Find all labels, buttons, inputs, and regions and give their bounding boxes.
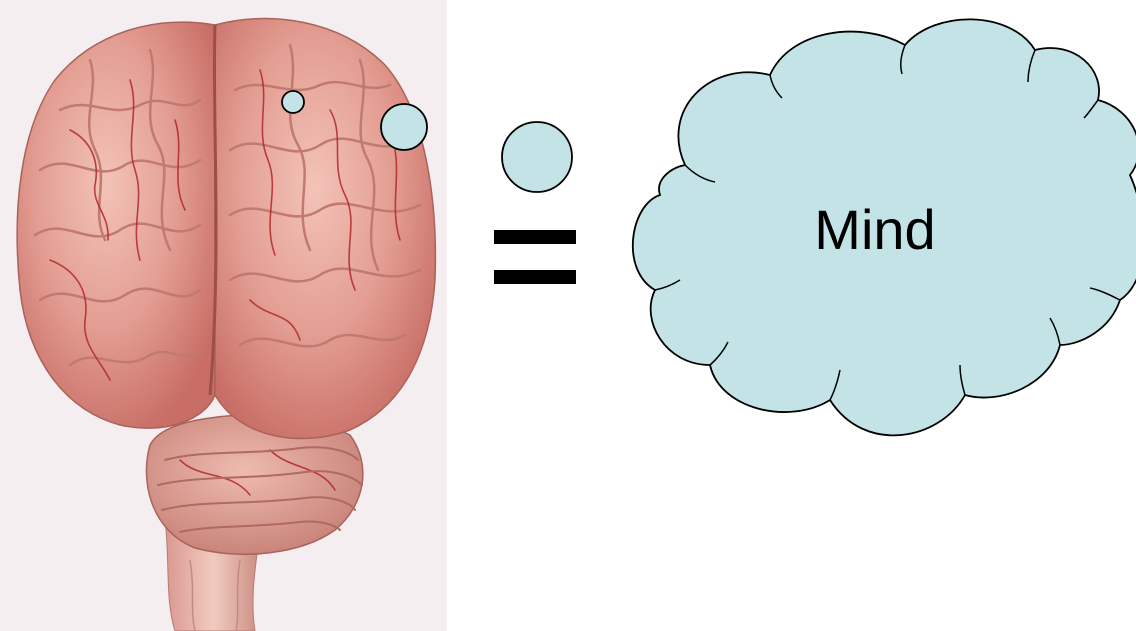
mind-label: Mind xyxy=(770,190,980,270)
thought-dot-small xyxy=(282,91,304,113)
thought-dot-large xyxy=(502,122,572,192)
equals-sign xyxy=(494,230,576,284)
thought-dot-medium xyxy=(381,104,427,150)
